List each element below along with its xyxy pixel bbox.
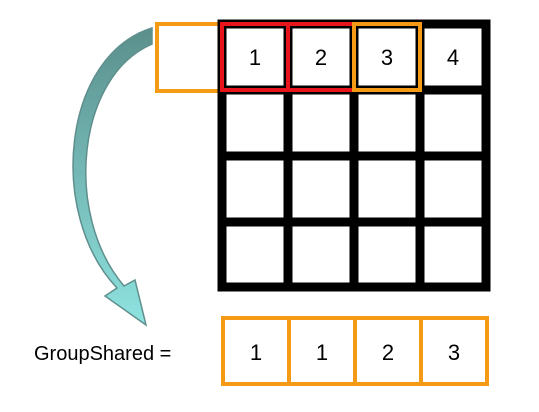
groupshared-value-1: 1 xyxy=(250,340,262,365)
highlight-cell-3 xyxy=(352,22,422,92)
groupshared-cell-4-box xyxy=(419,316,489,386)
groupshared-array: 1 1 2 3 xyxy=(221,316,489,386)
groupshared-value-2: 1 xyxy=(316,340,328,365)
source-box xyxy=(155,22,225,93)
groupshared-label: GroupShared = xyxy=(34,343,171,365)
grid-cell-label-4: 4 xyxy=(447,45,459,70)
groupshared-value-3: 2 xyxy=(382,340,394,365)
curved-arrow-icon xyxy=(72,26,153,327)
grid-cell-label-1: 1 xyxy=(249,45,261,70)
groupshared-value-4: 3 xyxy=(448,340,460,365)
grid-cell-label-3: 3 xyxy=(381,45,393,70)
grid-cell-label-2: 2 xyxy=(315,45,327,70)
